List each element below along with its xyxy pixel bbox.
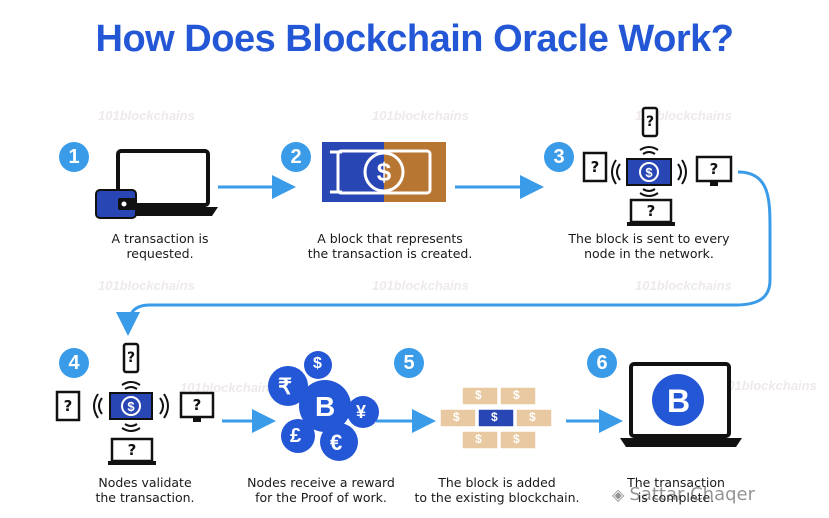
block-dollar-symbol: $ [475, 432, 482, 446]
step-2-badge: 2 [281, 142, 311, 172]
step-3-caption: The block is sent to every node in the n… [568, 231, 730, 261]
block-dollar-symbol: $ [491, 410, 498, 424]
svg-text:$: $ [377, 157, 392, 187]
signature-text: Sattar Chaqer [629, 484, 756, 505]
bitcoin-symbol: B [667, 383, 691, 419]
dollar-coin-symbol: $ [313, 355, 322, 372]
rupee-coin-symbol: ₹ [278, 374, 292, 399]
watermark: 101blockchains [98, 108, 195, 123]
laptop-bitcoin-icon [620, 362, 742, 447]
step-1-badge: 1 [59, 142, 89, 172]
euro-coin-symbol: € [330, 430, 343, 455]
node-tablet-label: ? [63, 397, 73, 415]
block-dollar-symbol: $ [529, 410, 536, 424]
block-dollar-symbol: $ [453, 410, 460, 424]
step-5-caption: The block is added to the existing block… [414, 475, 580, 505]
step-2-caption: A block that represents the transaction … [307, 231, 473, 261]
svg-text:$: $ [127, 399, 135, 414]
blockchain-stack-icon [439, 386, 553, 450]
step-4-caption: Nodes validate the transaction. [95, 475, 195, 505]
node-phone-label: ? [126, 350, 136, 366]
node-monitor-label: ? [709, 160, 719, 178]
watermark: 101blockchains [372, 278, 469, 293]
node-laptop-label: ? [646, 202, 656, 220]
bitcoin-coin-symbol: B [315, 391, 336, 422]
step-6-badge: 6 [587, 348, 617, 378]
block-dollar-symbol: $ [513, 388, 520, 402]
watermark: 101blockchains [98, 278, 195, 293]
dollar-block-icon: $ [322, 142, 446, 202]
block-dollar-symbol: $ [475, 388, 482, 402]
author-signature: ◈ Sattar Chaqer [612, 484, 755, 505]
reward-caption: Nodes receive a reward for the Proof of … [247, 475, 395, 505]
watermark: 101blockchains [635, 108, 732, 123]
step-6-caption: The transaction is complete. [627, 475, 725, 505]
coins-reward-icon [268, 351, 379, 461]
watermark: 101blockchains [635, 278, 732, 293]
step-1-caption: A transaction is requested. [111, 231, 209, 261]
node-phone-label: ? [645, 114, 655, 130]
block-dollar-symbol: $ [513, 432, 520, 446]
node-tablet-label: ? [590, 158, 600, 176]
laptop-wallet-icon [95, 149, 218, 219]
step-5-badge: 5 [394, 348, 424, 378]
broadcast-nodes-icon: $ [582, 106, 733, 226]
diamond-logo-icon: ◈ [612, 485, 630, 504]
validate-nodes-icon: $ [55, 342, 215, 465]
connector-arrows [116, 170, 772, 433]
node-monitor-label: ? [192, 396, 202, 414]
node-laptop-label: ? [127, 441, 137, 459]
watermark: 101blockchains [720, 378, 817, 393]
watermark: 101blockchains [180, 380, 277, 395]
step-3-badge: 3 [544, 142, 574, 172]
watermark: 101blockchains [372, 108, 469, 123]
yen-coin-symbol: ¥ [356, 402, 367, 422]
page-title: How Does Blockchain Oracle Work? [95, 18, 734, 60]
arrow-3-4 [116, 170, 772, 336]
svg-text:$: $ [645, 165, 653, 180]
pound-coin-symbol: £ [290, 425, 302, 447]
step-4-badge: 4 [59, 348, 89, 378]
